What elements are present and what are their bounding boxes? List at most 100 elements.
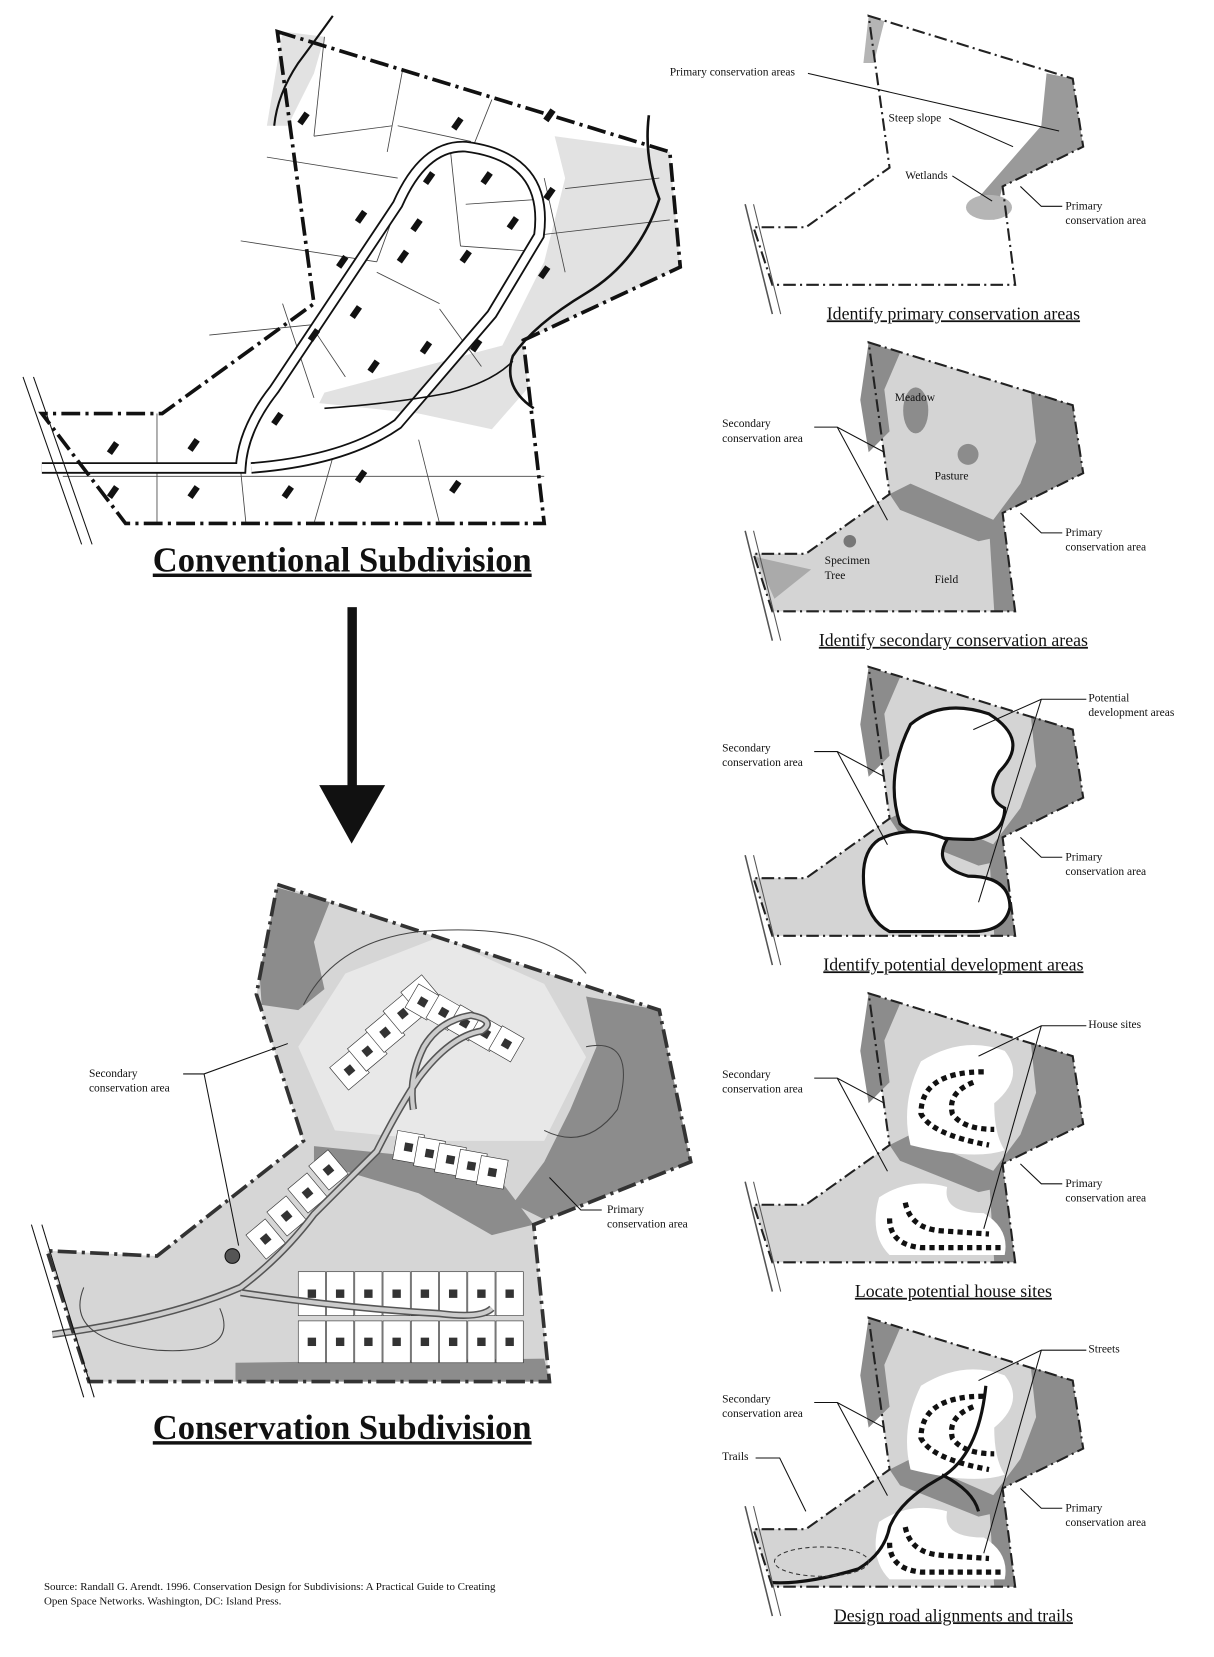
house	[410, 218, 423, 233]
house-lot	[495, 1271, 524, 1316]
svg-text:Trails: Trails	[722, 1451, 749, 1463]
development-area-north	[892, 706, 1015, 842]
house-site-area	[875, 1045, 1014, 1255]
step-title: Identify secondary conservation areas	[819, 630, 1088, 650]
house	[480, 171, 493, 186]
conventional-stipple-area	[319, 136, 681, 430]
hedgerow	[889, 1134, 1003, 1193]
house-lot	[410, 1320, 439, 1364]
house-lot	[439, 1271, 468, 1316]
house	[543, 108, 556, 123]
label-streets: Streets	[978, 1343, 1120, 1554]
steep-slope-area	[968, 73, 1084, 220]
conservation-street	[52, 1013, 494, 1337]
house-site-dots	[886, 1069, 1005, 1251]
transition-arrow	[319, 607, 386, 844]
house-lot	[297, 1271, 326, 1316]
road-edge	[744, 204, 774, 315]
step-title: Identify potential development areas	[823, 954, 1083, 974]
house	[451, 116, 464, 131]
house-site-dots	[886, 1393, 1005, 1575]
house-lot	[439, 1320, 468, 1364]
woodland-nw	[259, 887, 330, 1011]
primary-woodland	[988, 1042, 1084, 1263]
house-footprints	[106, 108, 556, 499]
label-primary-areas: Primary conservation areas	[670, 67, 1060, 132]
meadow-area	[903, 387, 929, 434]
lot-line	[465, 198, 545, 205]
house	[354, 209, 368, 224]
house	[367, 359, 380, 374]
house	[396, 249, 410, 264]
hedgerow-mid	[313, 1146, 534, 1236]
lot-line	[313, 36, 325, 137]
stream-nw	[273, 15, 334, 126]
source-line-2: Open Space Networks. Washington, DC: Isl…	[44, 1596, 282, 1608]
road-edge	[744, 1505, 774, 1617]
highway-edge	[32, 376, 93, 545]
road-edge	[744, 854, 774, 966]
house-lot	[308, 1149, 349, 1191]
svg-text:Steep slope: Steep slope	[889, 113, 942, 125]
house	[281, 485, 294, 499]
hedgerow	[889, 483, 1003, 542]
label-pasture: Pasture	[935, 470, 969, 482]
source-line-1: Source: Randall G. Arendt. 1996. Conserv…	[44, 1581, 496, 1593]
secondary-woodland	[860, 666, 901, 777]
svg-text:Pasture: Pasture	[935, 470, 969, 482]
label-meadow: Meadow	[895, 392, 936, 404]
street-alignment	[772, 1385, 988, 1585]
house	[506, 216, 519, 231]
house-lot	[245, 1218, 286, 1260]
house-lot	[475, 1155, 509, 1190]
lot-line	[449, 146, 461, 247]
house	[187, 485, 200, 499]
house-lot	[266, 1195, 307, 1237]
lot-line	[439, 308, 482, 367]
conventional-title: Conventional Subdivision	[153, 542, 532, 580]
lot-line	[313, 125, 393, 137]
step-title: Design road alignments and trails	[834, 1605, 1073, 1625]
house	[106, 485, 120, 499]
lot-line	[209, 324, 315, 336]
conventional-stipple-area-nw	[266, 31, 325, 126]
stream-tributary	[324, 360, 514, 410]
trail-loop	[773, 1546, 870, 1577]
lot-line	[565, 177, 660, 189]
house-lot	[488, 1025, 525, 1063]
road-edge	[744, 1181, 774, 1292]
conventional-plan: Conventional Subdivision	[22, 15, 683, 580]
highway	[22, 376, 83, 545]
house	[271, 411, 284, 426]
house	[354, 469, 368, 484]
conventional-boundary	[38, 28, 683, 526]
lot-line	[313, 450, 336, 524]
road-edge	[744, 530, 774, 641]
highway-edge	[41, 1224, 95, 1398]
house-lot	[467, 1320, 496, 1364]
house	[419, 340, 433, 355]
house-lot	[326, 1320, 355, 1364]
house-lot	[287, 1172, 328, 1214]
wetland-nw	[863, 15, 885, 63]
